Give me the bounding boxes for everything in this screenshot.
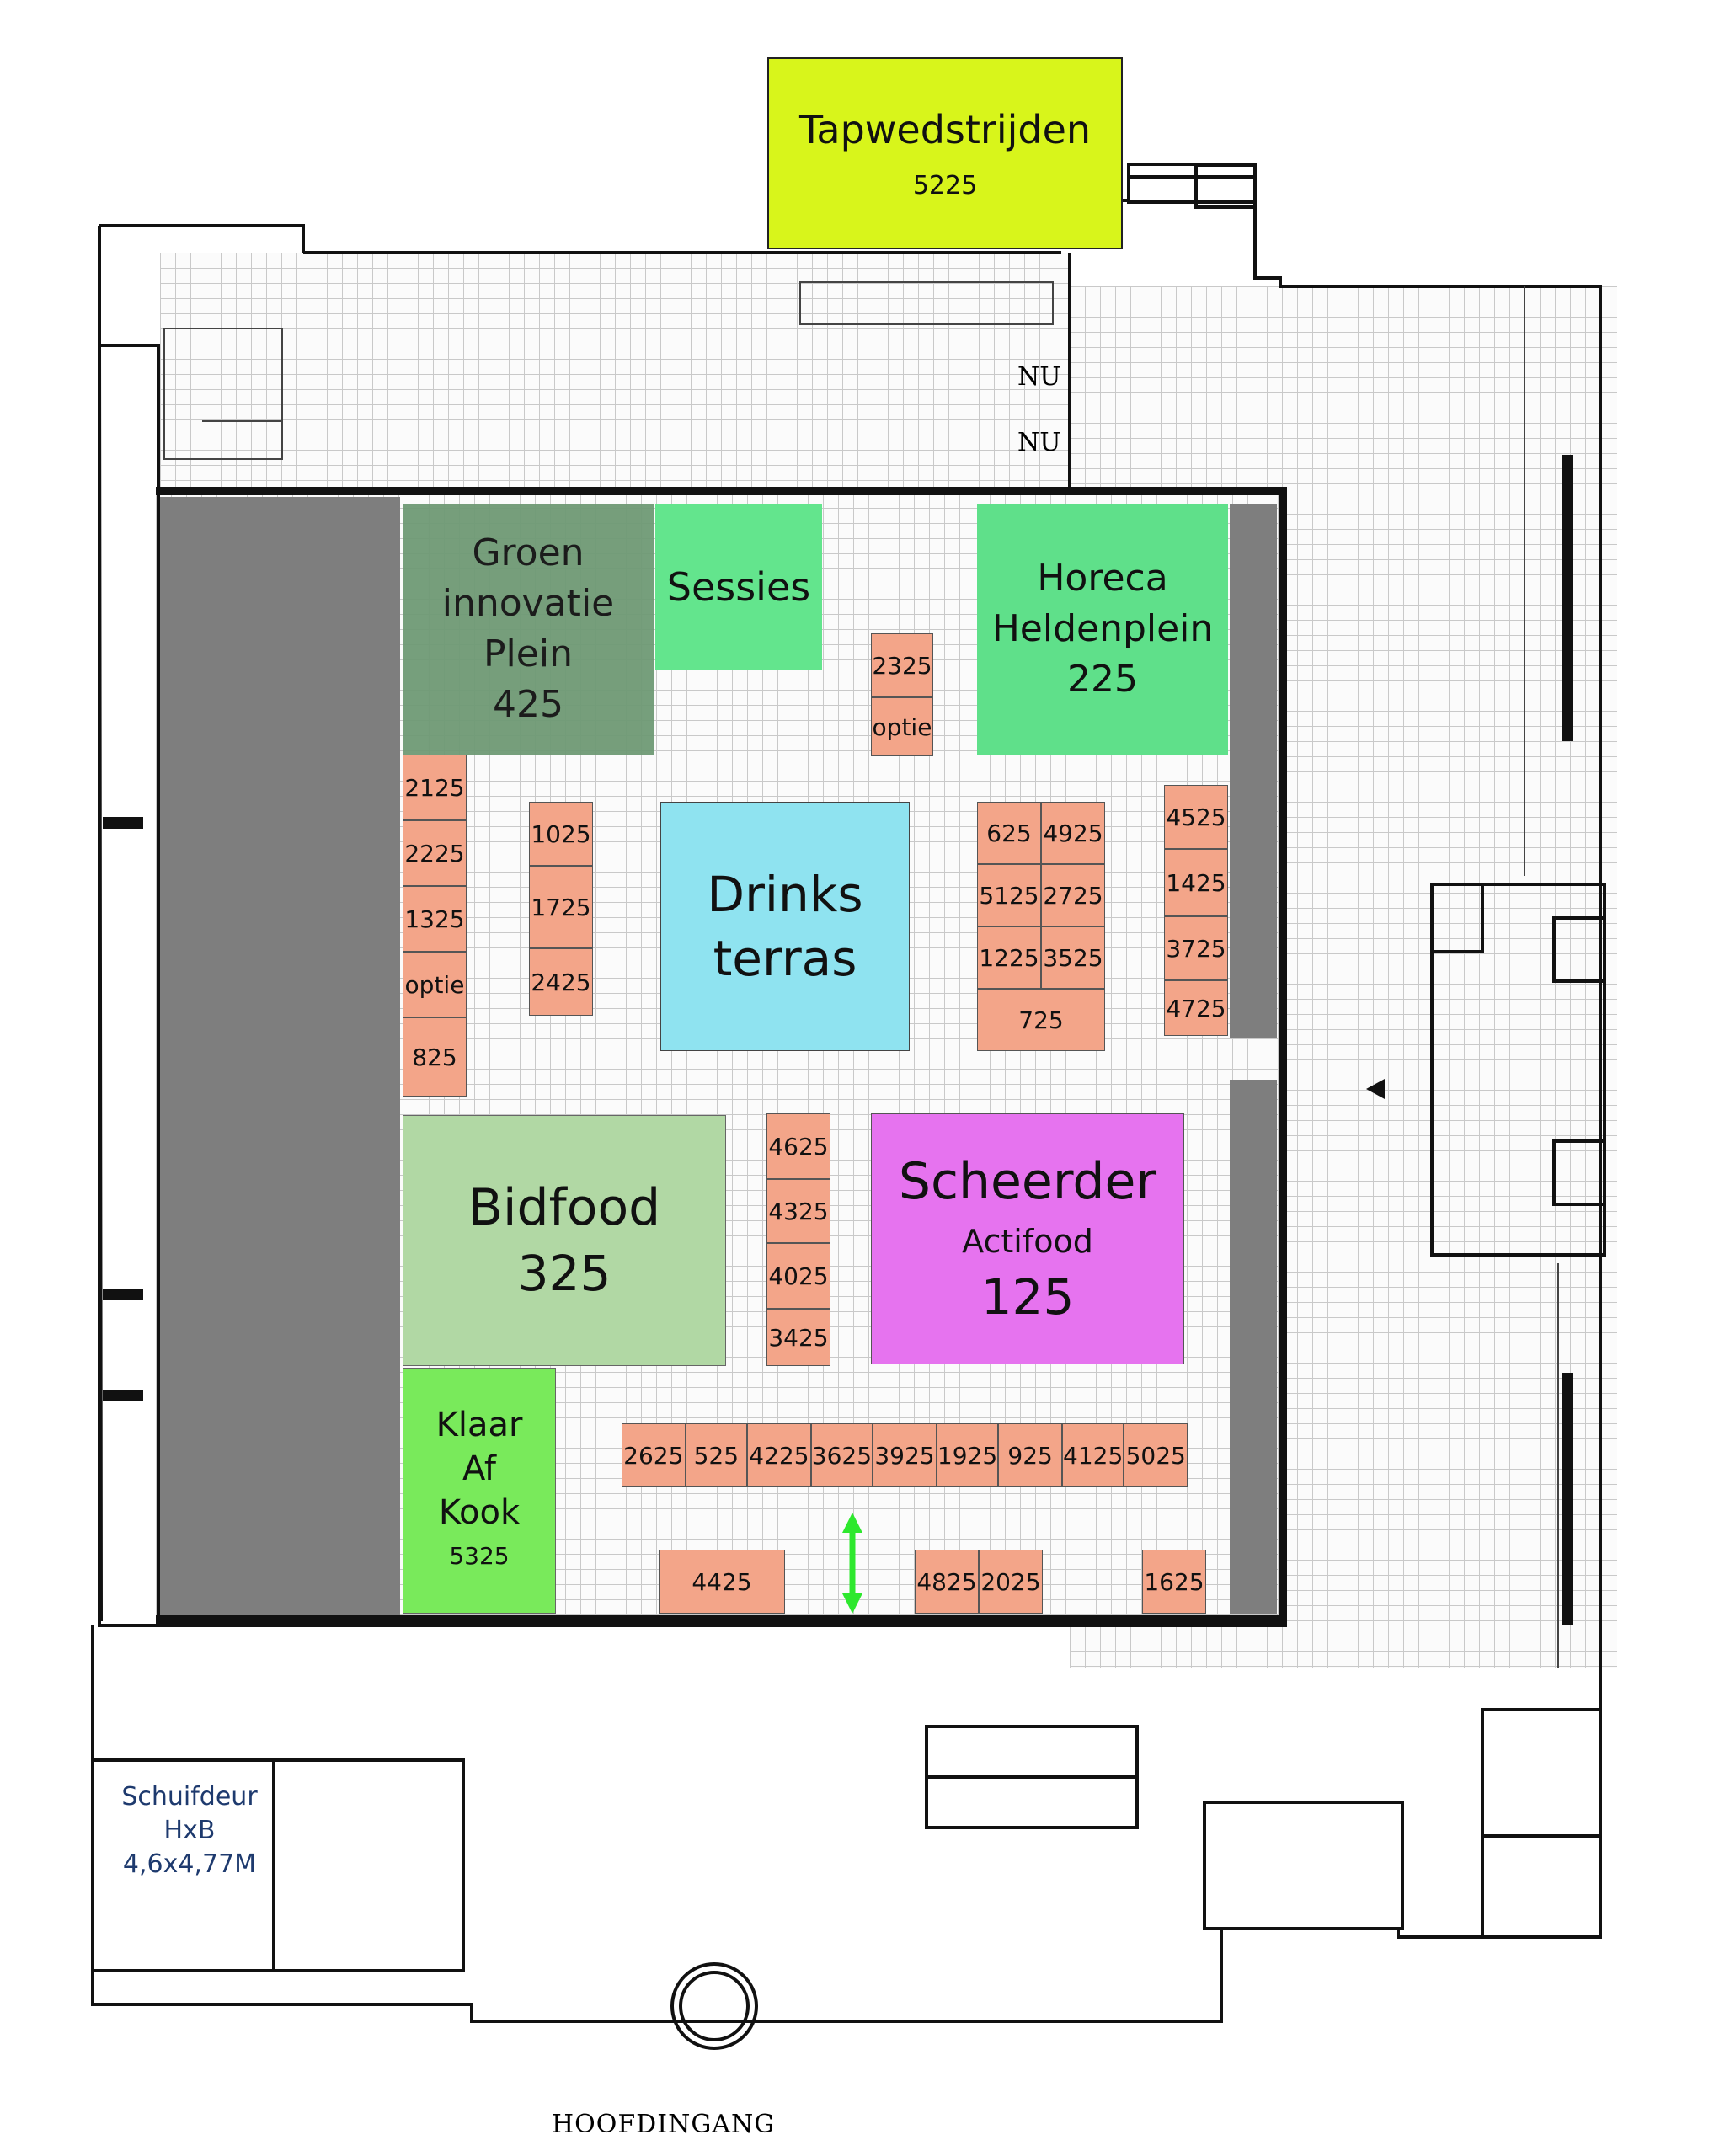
zone-bidfood-number: 325 — [517, 1245, 611, 1302]
zone-tapwedstrijden-name: Tapwedstrijden — [798, 106, 1092, 152]
zone-sessies-name: Sessies — [666, 564, 811, 610]
booth-3425[interactable]: 3425 — [766, 1309, 830, 1366]
nu-label-2: NU — [1017, 428, 1061, 457]
zone-groen-line2: innovatie — [441, 582, 615, 625]
zone-drinks-terras[interactable]: Drinks terras — [660, 802, 910, 1051]
booth-2725[interactable]: 2725 — [1041, 864, 1105, 926]
booth-5125[interactable]: 5125 — [977, 864, 1041, 926]
schuifdeur-line1: Schuifdeur — [121, 1782, 258, 1812]
zone-horeca-heldenplein[interactable]: Horeca Heldenplein 225 — [977, 504, 1228, 755]
zone-klaar-line2: Af — [462, 1449, 497, 1488]
zone-groen-line3: Plein — [483, 632, 573, 675]
north-foyer-floor — [160, 253, 1070, 488]
booth-4525[interactable]: 4525 — [1164, 785, 1228, 849]
schuifdeur-label: Schuifdeur HxB 4,6x4,77M — [101, 1780, 278, 1881]
booth-4125[interactable]: 4125 — [1061, 1423, 1124, 1487]
zone-sessies[interactable]: Sessies — [655, 504, 822, 670]
booth-4625[interactable]: 4625 — [766, 1113, 830, 1179]
east-partition-north — [1230, 504, 1277, 1038]
zone-tapwedstrijden-number: 5225 — [912, 170, 978, 200]
zone-bidfood[interactable]: Bidfood 325 — [403, 1115, 726, 1366]
booth-4425[interactable]: 4425 — [659, 1550, 785, 1614]
booth-1925[interactable]: 1925 — [936, 1423, 999, 1487]
booth-1625[interactable]: 1625 — [1142, 1550, 1206, 1614]
booth-3525[interactable]: 3525 — [1041, 926, 1105, 989]
schuifdeur-line3: 4,6x4,77M — [122, 1849, 257, 1879]
zone-drinks-line1: Drinks — [707, 866, 863, 923]
booth-3725[interactable]: 3725 — [1164, 916, 1228, 980]
booth-1225[interactable]: 1225 — [977, 926, 1041, 989]
booth-725[interactable]: 725 — [977, 989, 1105, 1051]
zone-horeca-line1: Horeca — [1037, 557, 1168, 600]
booth-2325[interactable]: 2325 — [871, 633, 933, 697]
zone-groen-line1: Groen — [472, 531, 585, 574]
booth-4725[interactable]: 4725 — [1164, 980, 1228, 1036]
zone-horeca-number: 225 — [1067, 658, 1138, 701]
hall-wall-north — [156, 487, 1287, 495]
zone-scheerder[interactable]: Scheerder Actifood 125 — [871, 1113, 1184, 1364]
zone-klaar-line3: Kook — [438, 1493, 521, 1532]
zone-horeca-line2: Heldenplein — [991, 607, 1214, 650]
booth-1025[interactable]: 1025 — [529, 802, 593, 866]
zone-klaar-af-kook[interactable]: Klaar Af Kook 5325 — [403, 1368, 556, 1614]
booth-row: 2625 525 4225 3625 3925 1925 925 4125 50… — [622, 1423, 1188, 1487]
booth-525[interactable]: 525 — [685, 1423, 748, 1487]
booth-4025[interactable]: 4025 — [766, 1243, 830, 1309]
zone-groen-innovatie-plein[interactable]: Groen innovatie Plein 425 — [403, 504, 654, 755]
booth-925[interactable]: 925 — [998, 1423, 1062, 1487]
zone-scheerder-sub: Actifood — [962, 1223, 1093, 1260]
booth-2125[interactable]: 2125 — [403, 755, 467, 820]
zone-groen-number: 425 — [493, 683, 563, 726]
booth-4925[interactable]: 4925 — [1041, 802, 1105, 864]
booth-3625[interactable]: 3625 — [810, 1423, 873, 1487]
west-service-corridor — [160, 497, 400, 1615]
booth-1425[interactable]: 1425 — [1164, 849, 1228, 916]
zone-tapwedstrijden[interactable]: Tapwedstrijden 5225 — [767, 57, 1123, 249]
schuifdeur-line2: HxB — [163, 1816, 216, 1845]
booth-4325[interactable]: 4325 — [766, 1179, 830, 1243]
booth-825[interactable]: 825 — [403, 1017, 467, 1097]
booth-2025[interactable]: 2025 — [979, 1550, 1043, 1614]
booth-4825[interactable]: 4825 — [915, 1550, 979, 1614]
east-partition-south — [1230, 1080, 1277, 1614]
booth-2625[interactable]: 2625 — [622, 1423, 686, 1487]
booth-optie-left[interactable]: optie — [403, 952, 467, 1017]
booth-625[interactable]: 625 — [977, 802, 1041, 864]
booth-3925[interactable]: 3925 — [873, 1423, 937, 1487]
zone-scheerder-name: Scheerder — [898, 1152, 1157, 1211]
booth-1725[interactable]: 1725 — [529, 866, 593, 948]
zone-bidfood-name: Bidfood — [467, 1178, 661, 1237]
hall-wall-east — [1279, 487, 1287, 1627]
booth-2225[interactable]: 2225 — [403, 820, 467, 886]
zone-klaar-line1: Klaar — [435, 1406, 523, 1444]
nu-label-1: NU — [1017, 362, 1061, 392]
booth-4225[interactable]: 4225 — [747, 1423, 811, 1487]
zone-drinks-line2: terras — [713, 930, 857, 987]
zone-klaar-number: 5325 — [449, 1542, 510, 1570]
booth-optie-top[interactable]: optie — [871, 697, 933, 756]
booth-5025[interactable]: 5025 — [1124, 1423, 1188, 1487]
booth-1325[interactable]: 1325 — [403, 886, 467, 952]
hall-wall-south — [156, 1615, 1287, 1627]
booth-2425[interactable]: 2425 — [529, 948, 593, 1016]
hoofdingang-label: HOOFDINGANG — [552, 2110, 776, 2139]
zone-scheerder-number: 125 — [980, 1268, 1075, 1326]
